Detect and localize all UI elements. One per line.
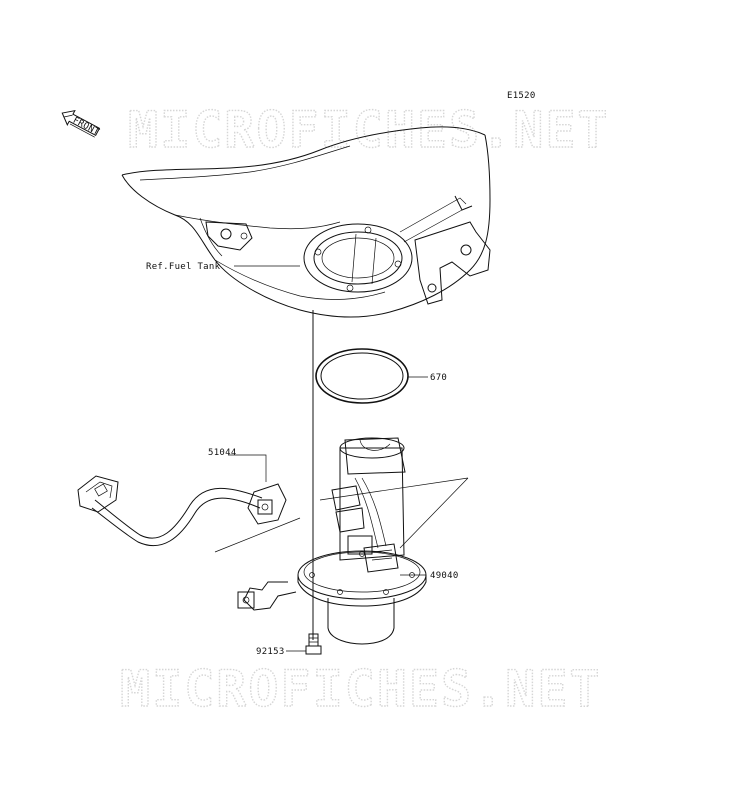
fuel-pump-drawing <box>237 437 427 645</box>
fuel-pump-part-number: 49040 <box>430 571 459 581</box>
fuel-tank-drawing <box>121 126 491 318</box>
gasket-ring <box>315 348 409 404</box>
guide-lines <box>214 477 469 553</box>
fuel-tank-ref-label: Ref.Fuel Tank <box>146 262 221 272</box>
front-arrow-label: FRONT <box>71 116 101 138</box>
wire-harness-drawing <box>77 475 287 547</box>
wire-harness-part-number: 51044 <box>208 448 237 458</box>
gasket-part-number: 670 <box>430 373 447 383</box>
front-arrow-icon: FRONT <box>61 110 101 138</box>
wire-harness-leader <box>228 454 267 482</box>
diagram-code: E1520 <box>507 91 536 101</box>
bolt-part-number: 92153 <box>256 647 285 657</box>
watermark-bottom: MICROFICHES.NET <box>120 660 602 718</box>
watermark-top: MICROFICHES.NET <box>128 101 610 159</box>
